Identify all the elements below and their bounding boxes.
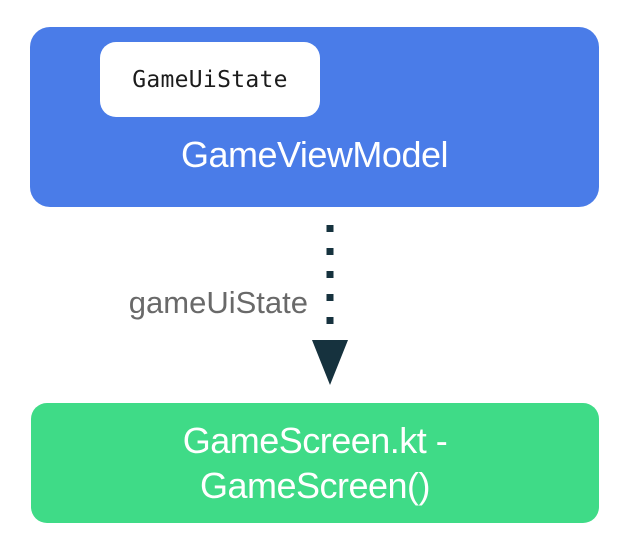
- game-ui-state-chip: GameUiState: [100, 42, 320, 117]
- screen-box: GameScreen.kt - GameScreen(): [31, 403, 599, 523]
- screen-label-line1: GameScreen.kt -: [182, 420, 448, 461]
- viewmodel-label-wrap: GameViewModel: [30, 117, 599, 193]
- screen-label: GameScreen.kt - GameScreen(): [183, 418, 448, 508]
- viewmodel-label: GameViewModel: [181, 134, 448, 175]
- screen-label-line2: GameScreen(): [199, 465, 431, 506]
- game-ui-state-chip-label: GameUiState: [132, 66, 288, 93]
- flow-label: gameUiState: [128, 285, 308, 320]
- viewmodel-box: GameUiState GameViewModel: [30, 27, 599, 207]
- arrow-head: [312, 340, 348, 385]
- dashed-arrow-down-icon: [312, 225, 348, 385]
